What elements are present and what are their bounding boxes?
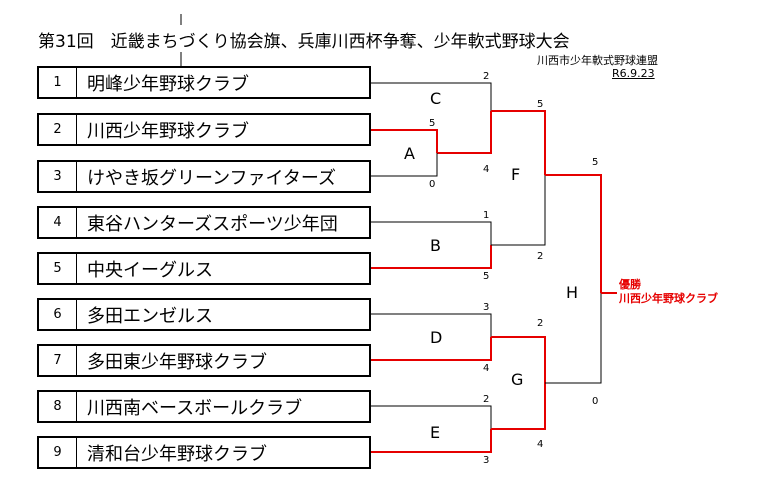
score-a-top: 5 — [429, 118, 436, 129]
team-entry-3: 3 けやき坂グリーンファイターズ — [37, 160, 371, 193]
champion-title: 優勝 — [619, 278, 641, 291]
team-entry-9: 9 清和台少年野球クラブ — [37, 436, 371, 469]
team-name: 清和台少年野球クラブ — [87, 443, 267, 465]
game-label-c: C — [430, 89, 442, 108]
team-number: 4 — [39, 208, 77, 237]
bracket-line-h-bottom — [545, 293, 602, 384]
bracket-line-d-top — [371, 313, 492, 337]
team-number: 2 — [39, 115, 77, 144]
score-b-bottom: 5 — [483, 271, 490, 282]
bracket-line-a-bottom — [371, 153, 438, 177]
team-name: 川西南ベースボールクラブ — [87, 397, 303, 419]
bracket-line-e-bottom — [371, 429, 492, 453]
score-h-top: 5 — [592, 157, 599, 168]
score-f-bottom: 2 — [537, 251, 544, 262]
score-c-bottom: 4 — [483, 164, 490, 175]
team-entry-5: 5 中央イーグルス — [37, 252, 371, 285]
team-entry-7: 7 多田東少年野球クラブ — [37, 344, 371, 377]
score-e-bottom: 3 — [483, 455, 490, 466]
bracket-line-b-bottom — [371, 245, 492, 269]
game-label-f: F — [511, 165, 521, 184]
team-number: 1 — [39, 68, 77, 97]
team-number: 8 — [39, 392, 77, 421]
score-h-bottom: 0 — [592, 396, 599, 407]
team-name: 多田東少年野球クラブ — [87, 351, 267, 373]
event-date: R6.9.23 — [612, 67, 655, 80]
team-name: 川西少年野球クラブ — [87, 120, 249, 142]
bracket-line-h-top — [545, 174, 602, 293]
score-d-bottom: 4 — [483, 363, 490, 374]
game-label-b: B — [430, 236, 441, 255]
bracket-line-c-top — [371, 82, 492, 111]
bracket-line-e-top — [371, 405, 492, 429]
organizer-name: 川西市少年軟式野球連盟 — [537, 54, 658, 67]
team-number: 7 — [39, 346, 77, 375]
team-entry-8: 8 川西南ベースボールクラブ — [37, 390, 371, 423]
bracket-line-d-bottom — [371, 337, 492, 361]
page-title: 第31回 近畿まちづくり協会旗、兵庫川西杯争奪、少年軟式野球大会 — [38, 32, 570, 52]
team-entry-2: 2 川西少年野球クラブ — [37, 113, 371, 146]
game-label-e: E — [430, 423, 441, 442]
game-label-d: D — [430, 328, 443, 347]
team-number: 5 — [39, 254, 77, 283]
champion-team: 川西少年野球クラブ — [619, 292, 718, 305]
score-g-top: 2 — [537, 318, 544, 329]
game-label-h: H — [566, 283, 579, 302]
team-name: 多田エンゼルス — [87, 305, 213, 327]
team-entry-4: 4 東谷ハンターズスポーツ少年団 — [37, 206, 371, 239]
bracket-line-g-bottom — [491, 383, 546, 430]
team-number: 9 — [39, 438, 77, 467]
team-entry-6: 6 多田エンゼルス — [37, 298, 371, 331]
team-entry-1: 1 明峰少年野球クラブ — [37, 66, 371, 99]
bracket-line-c-bottom — [437, 111, 492, 154]
score-d-top: 3 — [483, 302, 490, 313]
game-label-a: A — [404, 144, 415, 163]
bracket-line-b-top — [371, 221, 492, 245]
team-number: 3 — [39, 162, 77, 191]
score-f-top: 5 — [537, 99, 544, 110]
bracket-line-f-bottom — [491, 175, 546, 246]
champion-label: 優勝 川西少年野球クラブ — [619, 278, 718, 306]
score-a-bottom: 0 — [429, 179, 436, 190]
team-name: 東谷ハンターズスポーツ少年団 — [87, 213, 338, 235]
team-name: けやき坂グリーンファイターズ — [87, 167, 336, 189]
bracket-line-g-top — [491, 336, 546, 383]
team-number: 6 — [39, 300, 77, 329]
bracket-line-f-top — [491, 110, 546, 175]
score-b-top: 1 — [483, 210, 490, 221]
team-name: 中央イーグルス — [87, 259, 213, 281]
score-g-bottom: 4 — [537, 439, 544, 450]
score-c-top: 2 — [483, 71, 490, 82]
score-e-top: 2 — [483, 394, 490, 405]
bracket-line-a-top — [371, 129, 438, 153]
team-name: 明峰少年野球クラブ — [87, 73, 249, 95]
game-label-g: G — [511, 370, 524, 389]
